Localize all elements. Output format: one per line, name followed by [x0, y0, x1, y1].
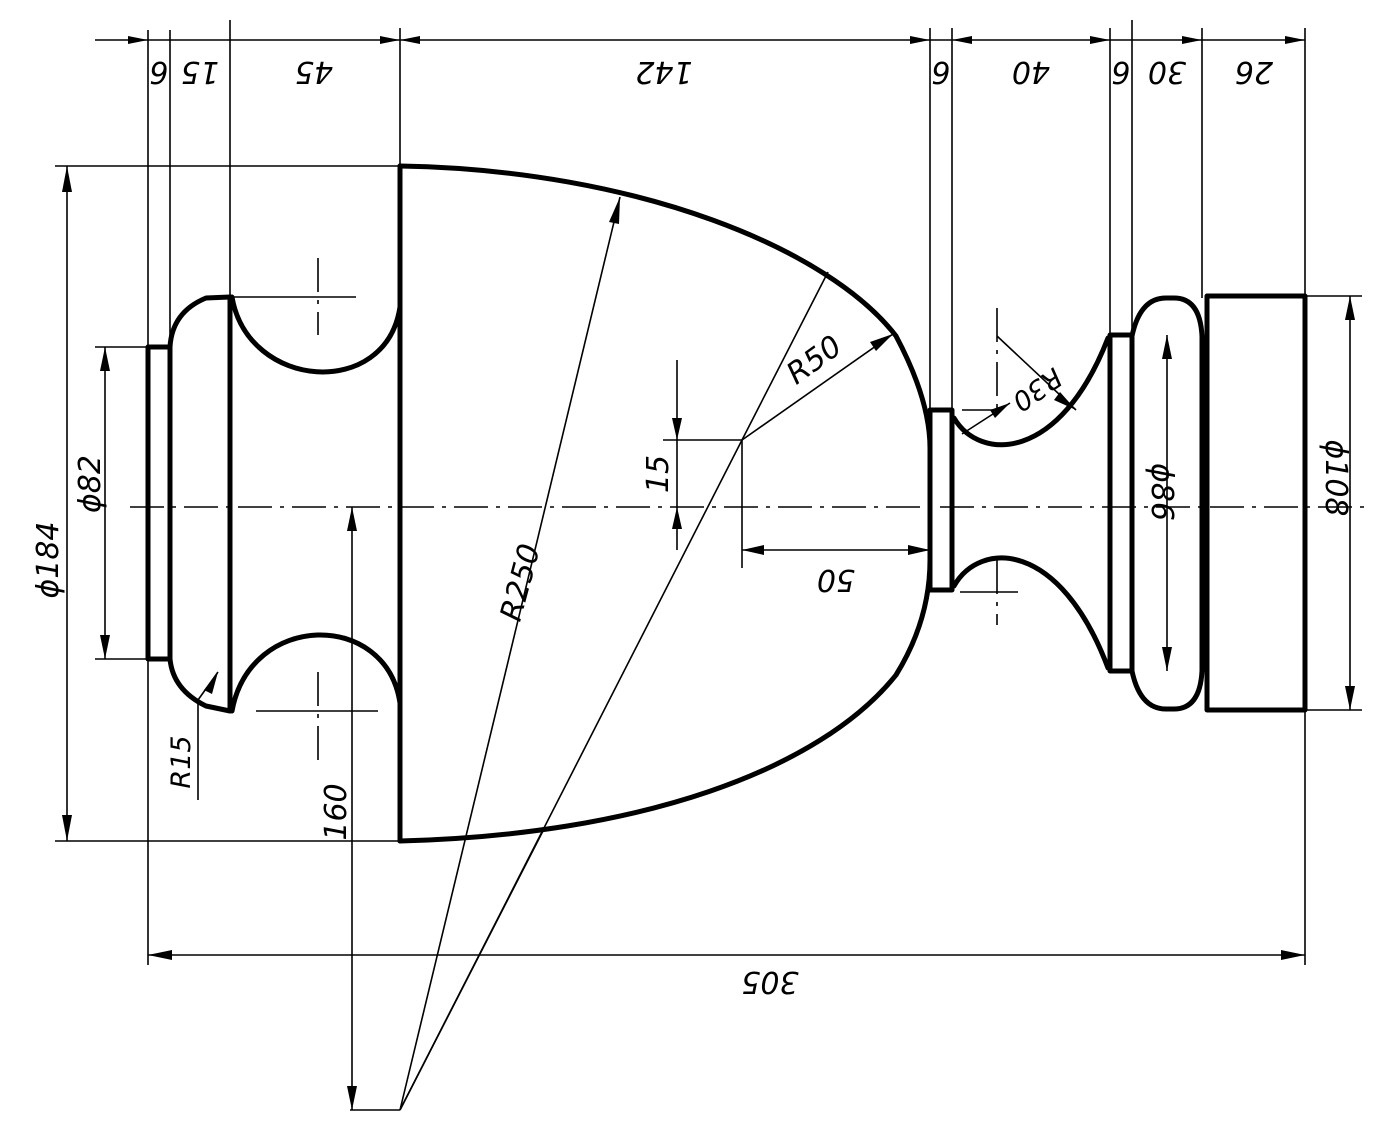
left-end-stub [145, 344, 173, 662]
top-dimension-chain [95, 36, 1305, 44]
right-groove-bottom [951, 555, 1111, 671]
body-profile [397, 163, 933, 844]
dim-top-6-c: 6 [1111, 54, 1130, 89]
dim-top-6-b: 6 [931, 54, 950, 89]
left-collar [167, 294, 233, 714]
right-groove-top [951, 335, 1111, 448]
right-flange [1107, 332, 1135, 674]
radius-15-leader: R15 [166, 671, 219, 800]
dim-overall-305: 305 [741, 964, 798, 999]
dim-dia-108: ϕ108 [1318, 439, 1353, 516]
dim-distance-50: 50 [817, 562, 855, 597]
dim-radius-250: R250 [494, 540, 548, 625]
diameter-86-dimension: ϕ86 [1144, 335, 1179, 671]
dim-length-160: 160 [319, 783, 354, 840]
dim-dia-86: ϕ86 [1144, 463, 1179, 521]
extension-lines [55, 20, 1362, 1111]
dim-top-142: 142 [635, 54, 692, 89]
dim-top-40: 40 [1012, 54, 1050, 89]
dim-radius-30: R30 [1006, 361, 1067, 417]
overall-length-dimension: 305 [148, 950, 1305, 999]
dim-radius-15: R15 [166, 735, 197, 788]
dim-top-45: 45 [295, 54, 333, 89]
top-dimension-labels: 6 15 45 142 6 40 6 30 26 [149, 54, 1273, 89]
left-groove-top [229, 294, 403, 375]
dim-dia-82: ϕ82 [73, 455, 108, 513]
radius-250-construction: R250 [399, 196, 743, 1111]
diameter-108-dimension: ϕ108 [1318, 296, 1355, 710]
dim-top-30: 30 [1148, 54, 1186, 89]
diameter-184-dimension: ϕ184 [31, 166, 72, 841]
part-outline [145, 163, 1308, 844]
dim-top-26: 26 [1235, 54, 1273, 89]
dim-dia-184: ϕ184 [31, 521, 66, 598]
right-collar-rounded [1129, 295, 1205, 712]
dim-top-15: 15 [181, 54, 219, 89]
dim-top-6-a: 6 [149, 54, 168, 89]
center-offset-dimensions: 15 50 [641, 360, 930, 597]
right-end-cylinder [1204, 293, 1308, 713]
diameter-82-dimension: ϕ82 [73, 347, 110, 659]
right-neck [927, 407, 955, 593]
left-groove-bottom [229, 632, 403, 714]
dimension-160: 160 [319, 507, 357, 1110]
radius-50-construction: R50 [741, 271, 894, 441]
dim-radius-50: R50 [780, 329, 848, 392]
dim-offset-15: 15 [641, 455, 676, 493]
